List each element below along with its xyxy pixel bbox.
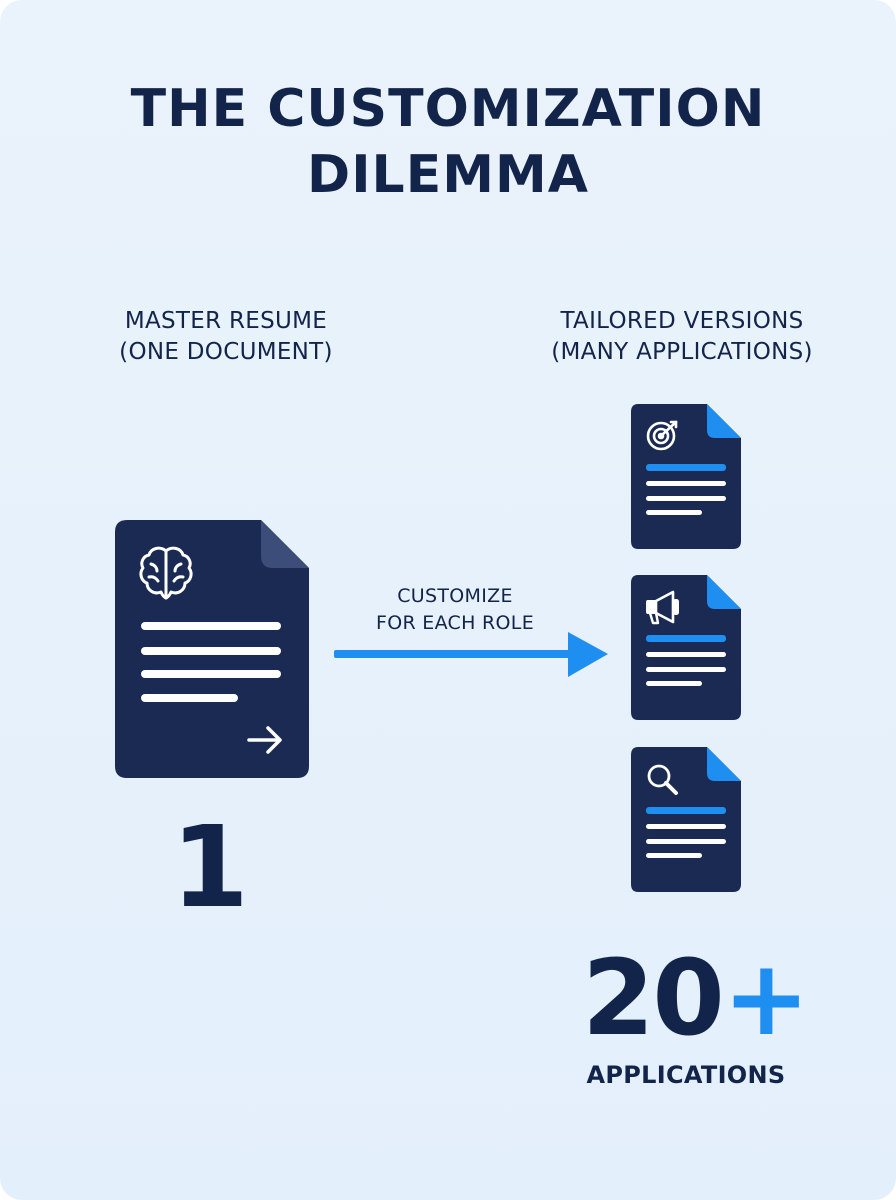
customize-arrow bbox=[334, 632, 608, 677]
master-count: 1 bbox=[171, 803, 249, 933]
tailored-versions-heading: TAILORED VERSIONS (MANY APPLICATIONS) bbox=[512, 306, 852, 368]
applications-label: APPLICATIONS bbox=[586, 1061, 786, 1089]
tailored-document-3 bbox=[629, 745, 743, 894]
arrow-right-icon bbox=[247, 726, 282, 754]
target-icon bbox=[646, 420, 678, 451]
master-heading-line-2: (ONE DOCUMENT) bbox=[119, 339, 333, 365]
arrow-label-line-2: FOR EACH ROLE bbox=[375, 612, 535, 634]
magnifier-icon bbox=[647, 764, 678, 795]
customize-arrow-label: CUSTOMIZE FOR EACH ROLE bbox=[330, 583, 580, 637]
tailored-heading-line-2: (MANY APPLICATIONS) bbox=[551, 339, 813, 365]
arrow-label-line-1: CUSTOMIZE bbox=[397, 585, 513, 607]
megaphone-icon bbox=[646, 590, 679, 625]
master-resume-document bbox=[113, 518, 311, 780]
tailored-document-1 bbox=[629, 402, 743, 551]
applications-count: 20+ bbox=[560, 940, 830, 1056]
applications-count-number: 20 bbox=[582, 937, 725, 1059]
title-line-1: THE CUSTOMIZATION bbox=[130, 79, 766, 139]
master-resume-heading: MASTER RESUME (ONE DOCUMENT) bbox=[56, 306, 396, 368]
master-heading-line-1: MASTER RESUME bbox=[124, 308, 328, 334]
brain-icon bbox=[139, 546, 193, 600]
tailored-document-2 bbox=[629, 573, 743, 722]
tailored-heading-line-1: TAILORED VERSIONS bbox=[560, 308, 804, 334]
title-line-2: DILEMMA bbox=[307, 145, 589, 205]
page-title: THE CUSTOMIZATION DILEMMA bbox=[0, 76, 896, 208]
plus-sign: + bbox=[722, 937, 810, 1059]
